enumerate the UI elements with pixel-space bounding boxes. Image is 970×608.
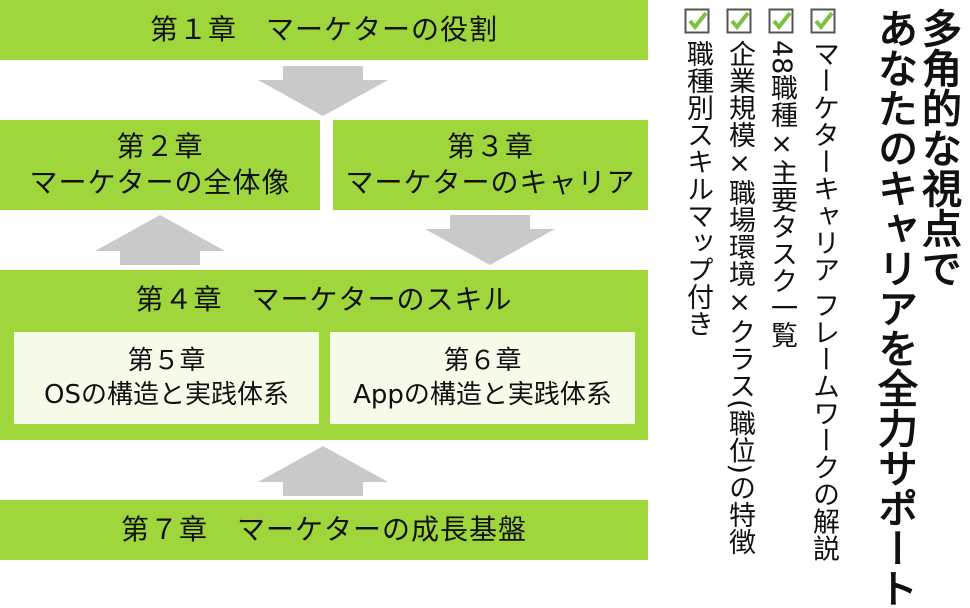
chapter-3-number: 第３章: [446, 130, 534, 163]
arrow-up-icon: [95, 215, 225, 265]
chapter-2-number: 第２章: [116, 130, 204, 163]
chapter-1-box: 第１章 マーケターの役割: [0, 0, 648, 60]
checklist-item: 職種別スキルマップ付き: [680, 8, 714, 337]
chapter-3-box: 第３章 マーケターのキャリア: [333, 120, 648, 210]
chapter-7-title: 第７章 マーケターの成長基盤: [120, 513, 527, 546]
arrow-down-icon: [258, 66, 388, 116]
headline-line-1: 多角的な視点で: [915, 8, 961, 288]
headline: 多角的な視点で あなたのキャリアを全力サポート: [871, 8, 961, 608]
checklist-item: マーケターキャリア フレームワークの解説: [806, 8, 840, 562]
checklist-text: マーケターキャリア フレームワークの解説: [808, 40, 839, 562]
checkbox-checked-icon: [768, 8, 794, 34]
checklist-text: 職種別スキルマップ付き: [682, 40, 713, 337]
headline-line-2: あなたのキャリアを全力サポート: [871, 8, 917, 608]
chapter-1-title: 第１章 マーケターの役割: [149, 13, 498, 46]
chapter-5-title: OSの構造と実践体系: [44, 380, 289, 410]
checklist-text: 企業規模×職場環境×クラス(職位)の特徴: [724, 40, 755, 556]
arrow-down-icon: [425, 215, 555, 265]
chapter-2-box: 第２章 マーケターの全体像: [0, 120, 320, 210]
checklist-text: 48職種×主要タスク一覧: [766, 40, 797, 349]
chapter-2-title: マーケターの全体像: [29, 166, 291, 199]
chapter-5-box: 第５章 OSの構造と実践体系: [14, 332, 319, 424]
chapter-5-number: 第５章: [127, 346, 206, 376]
checkbox-checked-icon: [684, 8, 710, 34]
checklist-item: 企業規模×職場環境×クラス(職位)の特徴: [722, 8, 756, 555]
chapter-3-title: マーケターのキャリア: [345, 166, 636, 199]
arrow-up-icon: [258, 446, 388, 496]
checkbox-checked-icon: [810, 8, 836, 34]
checklist-item: 48職種×主要タスク一覧: [764, 8, 798, 348]
chapter-7-box: 第７章 マーケターの成長基盤: [0, 500, 648, 560]
chapter-6-box: 第６章 Appの構造と実践体系: [330, 332, 635, 424]
chapter-6-title: Appの構造と実践体系: [353, 380, 612, 410]
chapter-6-number: 第６章: [443, 346, 522, 376]
chapter-4-title: 第４章 マーケターのスキル: [135, 283, 513, 316]
checkbox-checked-icon: [726, 8, 752, 34]
